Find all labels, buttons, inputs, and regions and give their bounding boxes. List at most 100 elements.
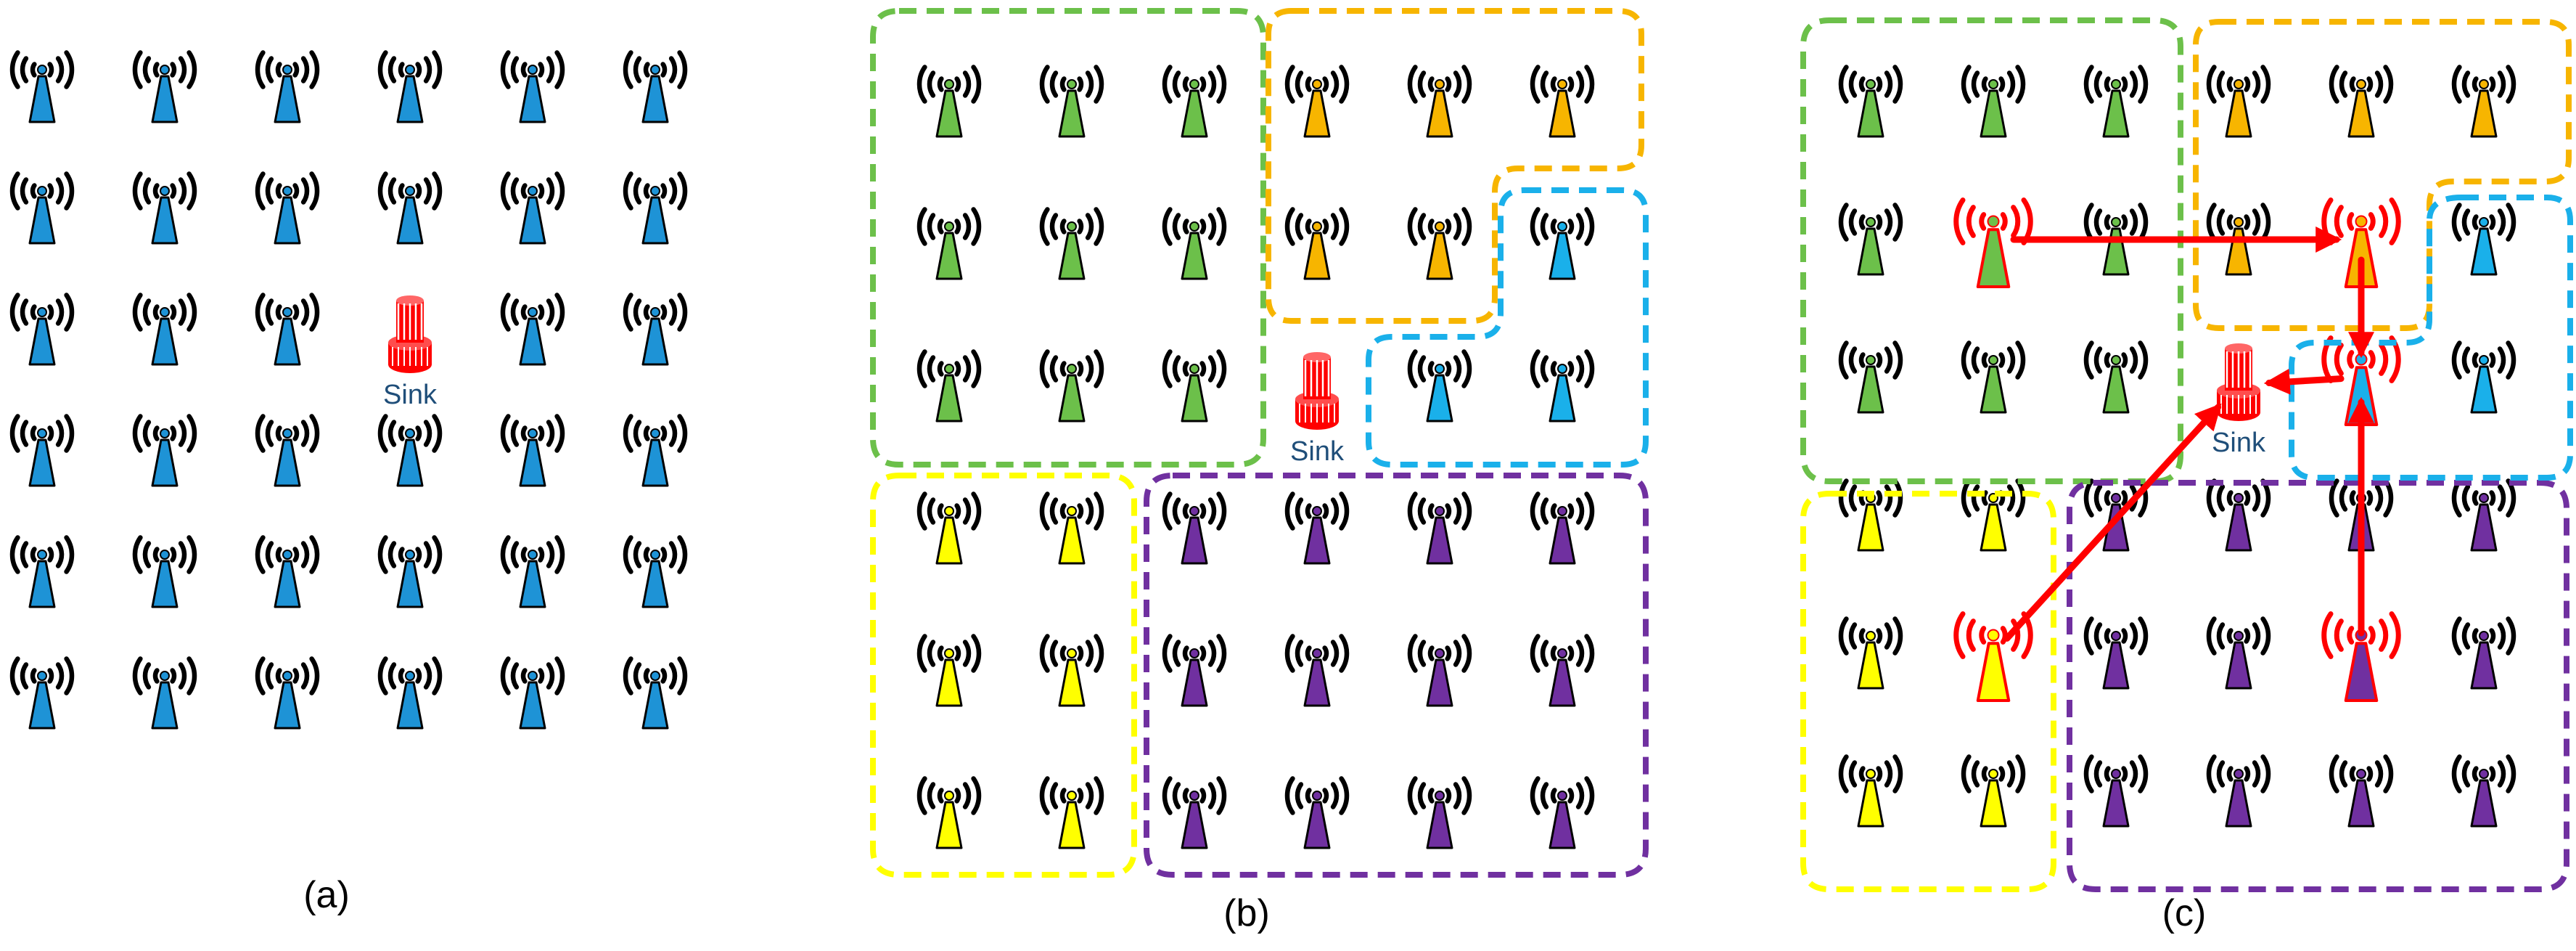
sensor-node-icon <box>500 414 565 487</box>
sensor-node-icon <box>2083 340 2149 414</box>
sensor-node-icon <box>2329 754 2394 828</box>
sensor-node-icon <box>2451 478 2516 552</box>
green-cluster-head-icon <box>1953 197 2033 288</box>
sensor-node-icon <box>1039 349 1104 423</box>
sensor-node-icon <box>2451 203 2516 276</box>
sensor-node-icon <box>1407 634 1472 707</box>
sensor-node-icon <box>2083 203 2149 276</box>
sensor-node-icon <box>916 776 982 849</box>
sensor-node-icon <box>2451 754 2516 828</box>
sensor-node-icon <box>2083 616 2149 690</box>
sensor-node-icon <box>1284 491 1350 565</box>
sink-icon <box>388 295 432 373</box>
sensor-node-icon <box>1407 349 1472 423</box>
sensor-node-icon <box>2206 65 2271 138</box>
sensor-node-icon <box>255 656 320 730</box>
cluster-yellow-outline <box>870 473 1137 878</box>
sensor-node-icon <box>132 171 197 245</box>
sensor-node-icon <box>2451 65 2516 138</box>
sensor-node-icon <box>1162 207 1227 280</box>
sensor-node-icon <box>623 293 688 366</box>
sensor-node-icon <box>500 171 565 245</box>
caption-b: (b) <box>1223 892 1270 934</box>
sensor-node-icon <box>623 535 688 608</box>
sink-label: Sink <box>1290 436 1345 467</box>
sensor-node-icon <box>1530 776 1595 849</box>
caption-c: (c) <box>2162 892 2207 934</box>
sensor-node-icon <box>1838 65 1903 138</box>
sensor-node-icon <box>1284 776 1350 849</box>
sensor-node-icon <box>500 535 565 608</box>
sensor-node-icon <box>1162 776 1227 849</box>
sensor-node-icon <box>1162 634 1227 707</box>
sensor-node-icon <box>1039 776 1104 849</box>
sensor-node-icon <box>1284 65 1350 138</box>
sensor-node-icon <box>1961 340 2026 414</box>
sensor-node-icon <box>132 656 197 730</box>
sensor-node-icon <box>1530 349 1595 423</box>
panel-c: Sink <box>1800 17 2573 892</box>
sensor-node-icon <box>1284 634 1350 707</box>
sensor-node-icon <box>377 414 443 487</box>
cluster-green-outline <box>870 8 1266 468</box>
cluster-purple-outline <box>2067 480 2569 892</box>
sensor-node-icon <box>1530 491 1595 565</box>
sensor-node-icon <box>916 491 982 565</box>
cluster-green-outline <box>1800 17 2183 484</box>
cluster-purple-outline <box>1144 473 1649 878</box>
sensor-node-icon <box>916 207 982 280</box>
panel-b: Sink <box>870 8 1649 878</box>
sensor-node-icon <box>500 293 565 366</box>
sensor-node-icon <box>1162 491 1227 565</box>
sensor-node-icon <box>1407 65 1472 138</box>
sink-icon <box>2217 343 2260 421</box>
sensor-node-icon <box>1407 776 1472 849</box>
sensor-node-icon <box>623 414 688 487</box>
sensor-node-icon <box>9 50 75 123</box>
sensor-node-icon <box>9 293 75 366</box>
sensor-node-icon <box>255 535 320 608</box>
sensor-node-icon <box>916 65 982 138</box>
sensor-node-icon <box>1961 478 2026 552</box>
sensor-node-icon <box>623 656 688 730</box>
sensor-node-icon <box>1838 203 1903 276</box>
sensor-node-icon <box>1039 207 1104 280</box>
sensor-node-icon <box>2206 478 2271 552</box>
sensor-node-icon <box>9 171 75 245</box>
sensor-node-icon <box>1530 65 1595 138</box>
sensor-node-icon <box>2206 754 2271 828</box>
sensor-node-icon <box>1838 754 1903 828</box>
sensor-node-icon <box>1039 634 1104 707</box>
sensor-node-icon <box>9 656 75 730</box>
sink-label: Sink <box>2212 428 2266 458</box>
cluster-orange-outline <box>1266 8 1644 324</box>
sensor-node-icon <box>255 414 320 487</box>
sensor-node-icon <box>1961 754 2026 828</box>
sensor-node-icon <box>1838 340 1903 414</box>
sensor-node-icon <box>1407 207 1472 280</box>
sensor-node-icon <box>1039 491 1104 565</box>
sensor-node-icon <box>255 171 320 245</box>
sensor-node-icon <box>1530 207 1595 280</box>
sensor-node-icon <box>2206 203 2271 276</box>
sensor-node-icon <box>2329 65 2394 138</box>
sensor-node-icon <box>2083 65 2149 138</box>
sensor-node-icon <box>916 634 982 707</box>
sensor-node-icon <box>132 293 197 366</box>
sink-label: Sink <box>383 380 438 410</box>
sensor-node-icon <box>1162 65 1227 138</box>
purple-cluster-head-icon <box>2321 611 2401 702</box>
caption-a: (a) <box>303 874 350 916</box>
sensor-node-icon <box>1838 478 1903 552</box>
sensor-node-icon <box>2451 616 2516 690</box>
sensor-node-icon <box>916 349 982 423</box>
route-arrow-yellow-head-to-sink <box>2003 403 2222 642</box>
sensor-node-icon <box>1039 65 1104 138</box>
sensor-node-icon <box>2451 340 2516 414</box>
sink-icon <box>1295 352 1339 430</box>
sensor-node-icon <box>255 293 320 366</box>
sensor-node-icon <box>2206 616 2271 690</box>
sensor-node-icon <box>1407 491 1472 565</box>
sensor-node-icon <box>500 656 565 730</box>
